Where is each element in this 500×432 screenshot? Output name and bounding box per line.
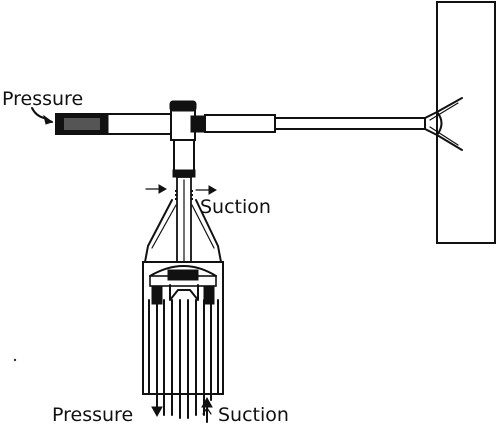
vertical-tube xyxy=(172,139,196,273)
outlet-tube xyxy=(204,114,426,133)
pressure-bottom-label: Pressure xyxy=(52,404,133,426)
pressure-top-label: Pressure xyxy=(2,88,83,110)
suction-mid-label: Suction xyxy=(200,196,271,218)
pressure-bottom-arrow xyxy=(151,393,163,418)
pressure-inlet-tube xyxy=(55,113,177,135)
suction-mid-arrows xyxy=(145,184,218,195)
t-junction xyxy=(169,100,206,141)
suction-bottom-arrow xyxy=(201,396,213,423)
suction-bottom-label: Suction xyxy=(218,404,289,426)
pressure-top-arrow xyxy=(31,107,54,125)
lower-tubes xyxy=(148,299,219,419)
y-fitting xyxy=(424,97,463,151)
funnel-housing xyxy=(144,199,222,263)
wall-board xyxy=(436,1,496,244)
speck xyxy=(13,358,17,362)
